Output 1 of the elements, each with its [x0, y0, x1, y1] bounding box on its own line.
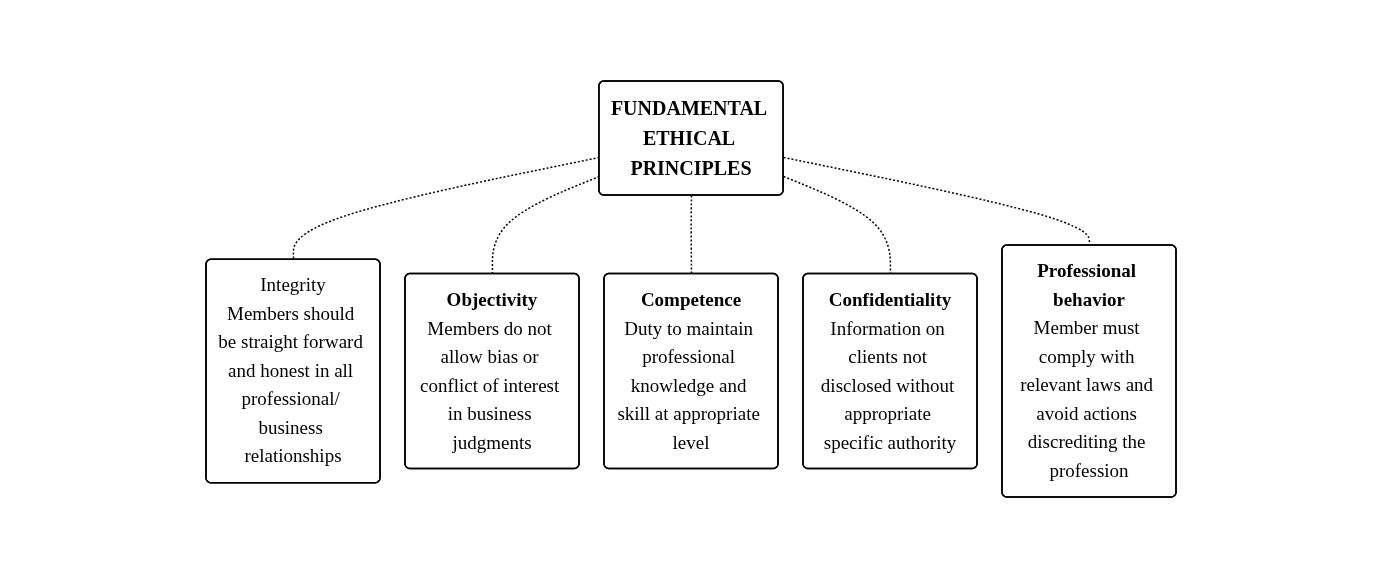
connector: [689, 194, 692, 275]
